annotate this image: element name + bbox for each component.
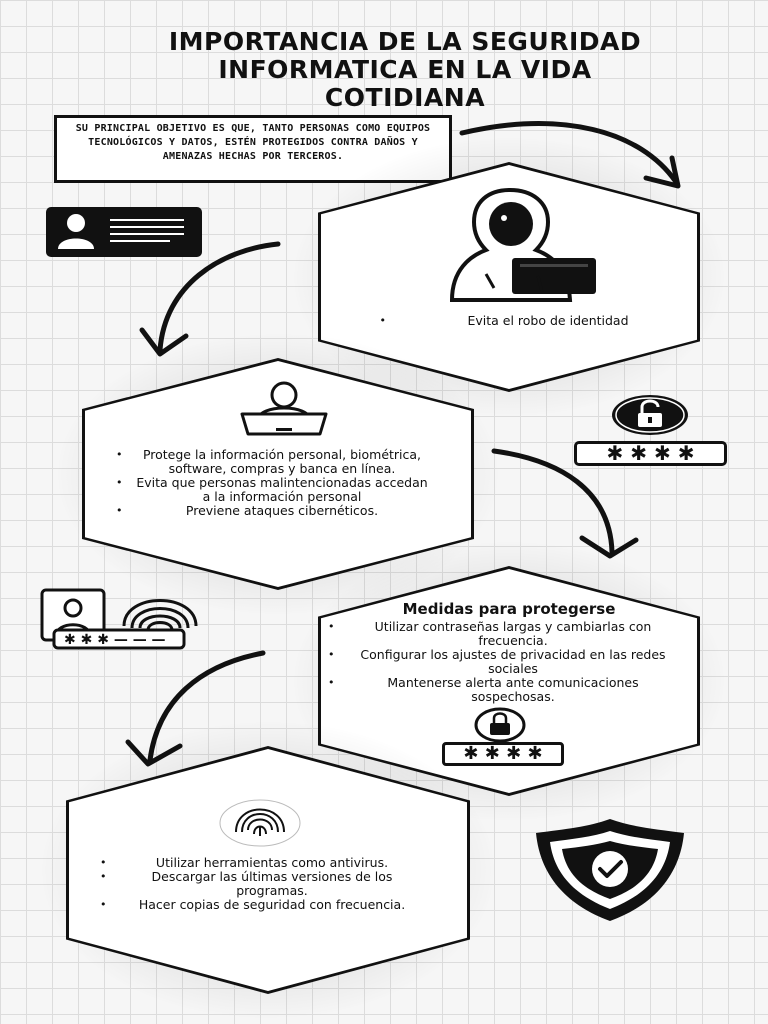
benefit-item: Previene ataques cibernéticos. bbox=[112, 503, 444, 519]
benefit-item: Protege la información personal, biométr… bbox=[112, 448, 444, 476]
measure-text: Utilizar contraseñas largas y cambiarlas… bbox=[374, 619, 652, 648]
password-field-icon: ✱ ✱ ✱ ✱ bbox=[442, 742, 564, 766]
title-line-3: COTIDIANA bbox=[324, 83, 486, 112]
measure-item: Utilizar contraseñas largas y cambiarlas… bbox=[324, 620, 694, 648]
tool-text: Utilizar herramientas como antivirus. bbox=[155, 855, 389, 870]
tool-text: Hacer copias de seguridad con frecuencia… bbox=[138, 897, 406, 912]
identity-item: Evita el robo de identidad bbox=[375, 313, 642, 329]
password-mask: ✱ ✱ ✱ ✱ bbox=[463, 743, 543, 764]
benefit-text: Evita que personas malintencionadas acce… bbox=[136, 475, 428, 504]
measure-item: Configurar los ajustes de privacidad en … bbox=[324, 648, 694, 676]
title-line-2: INFORMATICA EN LA VIDA bbox=[218, 55, 592, 84]
password-mask: ✱ ✱ ✱ ✱ bbox=[606, 441, 695, 465]
measure-text: Mantenerse alerta ante comunicaciones so… bbox=[387, 675, 639, 704]
padlock-icon bbox=[612, 395, 688, 435]
tool-item: Utilizar herramientas como antivirus. bbox=[96, 855, 440, 871]
hex-measures: Medidas para protegerse Utilizar contras… bbox=[294, 542, 724, 820]
computer-user-icon bbox=[240, 381, 328, 436]
padlock-icon bbox=[474, 707, 526, 743]
measure-text: Configurar los ajustes de privacidad en … bbox=[360, 647, 666, 676]
id-card-icon bbox=[46, 207, 202, 257]
benefit-text: Protege la información personal, biométr… bbox=[142, 447, 422, 476]
fingerprint-login-icon: ✱ ✱ ✱ — — — bbox=[40, 588, 198, 650]
hacker-icon bbox=[449, 187, 596, 302]
page-title: IMPORTANCIA DE LA SEGURIDAD INFORMATICA … bbox=[90, 28, 720, 112]
hex-tools: Utilizar herramientas como antivirus. De… bbox=[42, 722, 494, 1018]
svg-text:✱ ✱ ✱ — — —: ✱ ✱ ✱ — — — bbox=[64, 632, 166, 648]
intro-text: SU PRINCIPAL OBJETIVO ES QUE, TANTO PERS… bbox=[75, 123, 431, 162]
hex-identity: Evita el robo de identidad bbox=[294, 138, 724, 416]
password-field-icon: ✱ ✱ ✱ ✱ bbox=[574, 441, 727, 466]
identity-item-text: Evita el robo de identidad bbox=[467, 313, 629, 328]
title-line-1: IMPORTANCIA DE LA SEGURIDAD bbox=[168, 27, 642, 56]
benefit-text: Previene ataques cibernéticos. bbox=[185, 503, 379, 518]
tool-text: Descargar las últimas versiones de los p… bbox=[151, 869, 393, 898]
shield-check-icon bbox=[536, 819, 684, 921]
intro-box: SU PRINCIPAL OBJETIVO ES QUE, TANTO PERS… bbox=[54, 115, 452, 183]
tool-item: Hacer copias de seguridad con frecuencia… bbox=[96, 897, 440, 913]
measures-heading: Medidas para protegerse bbox=[402, 600, 616, 618]
benefit-item: Evita que personas malintencionadas acce… bbox=[112, 476, 444, 504]
hex-benefits: Protege la información personal, biométr… bbox=[58, 334, 498, 614]
measure-item: Mantenerse alerta ante comunicaciones so… bbox=[324, 676, 694, 704]
fingerprint-icon bbox=[219, 799, 301, 847]
tool-item: Descargar las últimas versiones de los p… bbox=[96, 870, 440, 898]
